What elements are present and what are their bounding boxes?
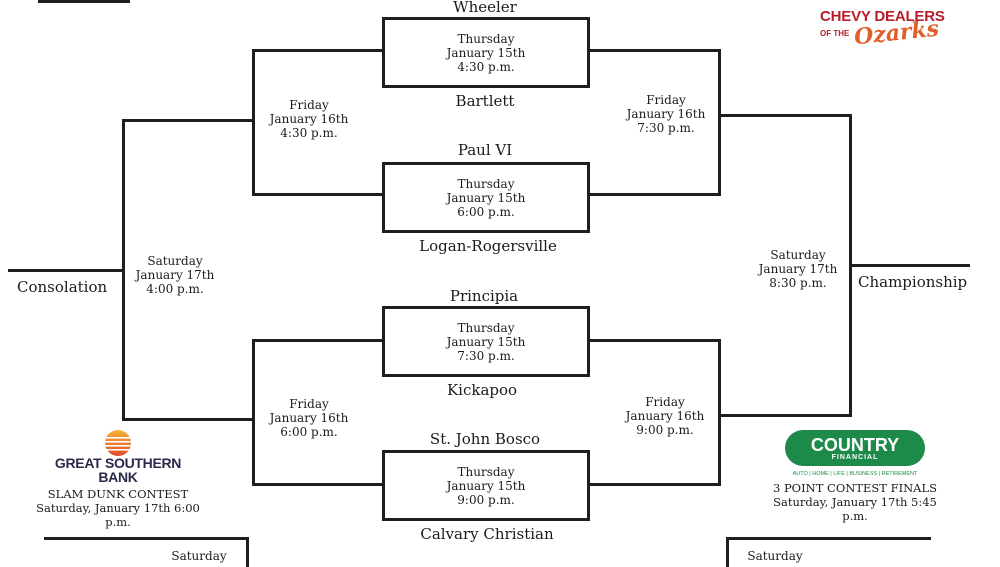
bracket-line (726, 537, 931, 540)
game-time: 7:30 p.m. (457, 348, 515, 363)
chevy-logo-line1: CHEVY DEALERS (820, 8, 945, 25)
game-day: Thursday (457, 320, 515, 335)
game-time: 4:30 p.m. (457, 59, 515, 74)
chevy-dealers-logo: CHEVY DEALERS OF THE Ozarks (820, 8, 970, 68)
country-financial-sponsor: COUNTRY FINANCIAL AUTO | HOME | LIFE | B… (770, 430, 940, 523)
bracket-line (849, 264, 970, 267)
game-box-third-qf: Thursday January 15th 7:30 p.m. (382, 306, 590, 377)
sun-logo-icon (93, 428, 143, 456)
game-box-fourth-qf: Thursday January 15th 9:00 p.m. (382, 450, 590, 521)
country-financial-logo: COUNTRY FINANCIAL (785, 430, 925, 466)
chevy-logo-line2: OF THE (820, 29, 850, 38)
bracket-line (718, 414, 852, 417)
bracket-line (252, 339, 255, 486)
game-box-top-qf: Thursday January 15th 4:30 p.m. (382, 17, 590, 88)
bracket-line (252, 339, 383, 342)
bracket-line (590, 339, 721, 342)
cropped-box-edge (38, 0, 130, 3)
bracket-line (252, 483, 383, 486)
game-date: January 15th (446, 45, 526, 60)
gsb-name-line2: BANK (98, 469, 138, 485)
team-name: Wheeler (453, 0, 517, 16)
game-info-right-semi-top: Friday January 16th 7:30 p.m. (626, 93, 706, 135)
game-day: Thursday (457, 464, 515, 479)
country-logo-sub: FINANCIAL (831, 453, 879, 461)
game-info-bottom-left: Saturday (171, 549, 227, 563)
consolation-label: Consolation (17, 278, 108, 296)
gsb-name-line1: GREAT SOUTHERN (54, 455, 182, 471)
game-date: January 15th (446, 334, 526, 349)
three-point-contest-time: Saturday, January 17th 5:45 p.m. (773, 495, 937, 523)
bracket-line (252, 49, 383, 52)
team-name: Principia (449, 287, 519, 305)
bracket-line (590, 483, 721, 486)
team-name: Paul VI (457, 141, 513, 159)
game-info-right-semi-bottom: Friday January 16th 9:00 p.m. (625, 395, 705, 437)
bracket-line (252, 193, 383, 196)
game-info-consolation: Saturday January 17th 4:00 p.m. (135, 254, 215, 296)
game-box-second-qf: Thursday January 15th 6:00 p.m. (382, 162, 590, 233)
country-logo-name: COUNTRY (810, 434, 900, 455)
bracket-line (590, 193, 721, 196)
slam-dunk-contest-time: Saturday, January 17th 6:00 p.m. (36, 501, 200, 529)
team-name: Logan-Rogersville (419, 237, 557, 255)
game-info-championship: Saturday January 17th 8:30 p.m. (758, 248, 838, 290)
bracket-line (718, 114, 852, 117)
bracket-line (252, 49, 255, 196)
team-name: Kickapoo (446, 381, 518, 399)
game-info-left-semi-bottom: Friday January 16th 6:00 p.m. (269, 397, 349, 439)
three-point-contest-label: 3 POINT CONTEST FINALS (772, 481, 938, 495)
bracket-line (122, 418, 255, 421)
team-name: Calvary Christian (420, 525, 554, 543)
slam-dunk-contest-label: SLAM DUNK CONTEST (47, 487, 189, 501)
country-tagline: AUTO | HOME | LIFE | BUSINESS | RETIREME… (792, 471, 918, 477)
bracket-line (718, 339, 721, 486)
game-date: January 15th (446, 190, 526, 205)
bracket-line (726, 537, 729, 567)
bracket-line (246, 537, 249, 567)
game-day: Thursday (457, 176, 515, 191)
game-date: January 15th (446, 478, 526, 493)
bracket-line (122, 119, 255, 122)
bracket-line (718, 49, 721, 196)
game-info-left-semi-top: Friday January 16th 4:30 p.m. (269, 98, 349, 140)
team-name: Bartlett (455, 92, 515, 110)
game-time: 9:00 p.m. (457, 492, 515, 507)
bracket-line (44, 537, 249, 540)
game-info-bottom-right: Saturday (747, 549, 803, 563)
team-name: St. John Bosco (429, 430, 541, 448)
bracket-line (8, 269, 125, 272)
championship-label: Championship (858, 273, 968, 291)
great-southern-bank-sponsor: GREAT SOUTHERN BANK SLAM DUNK CONTEST Sa… (28, 428, 208, 529)
game-day: Thursday (457, 31, 515, 46)
game-time: 6:00 p.m. (457, 204, 515, 219)
bracket-line (590, 49, 721, 52)
